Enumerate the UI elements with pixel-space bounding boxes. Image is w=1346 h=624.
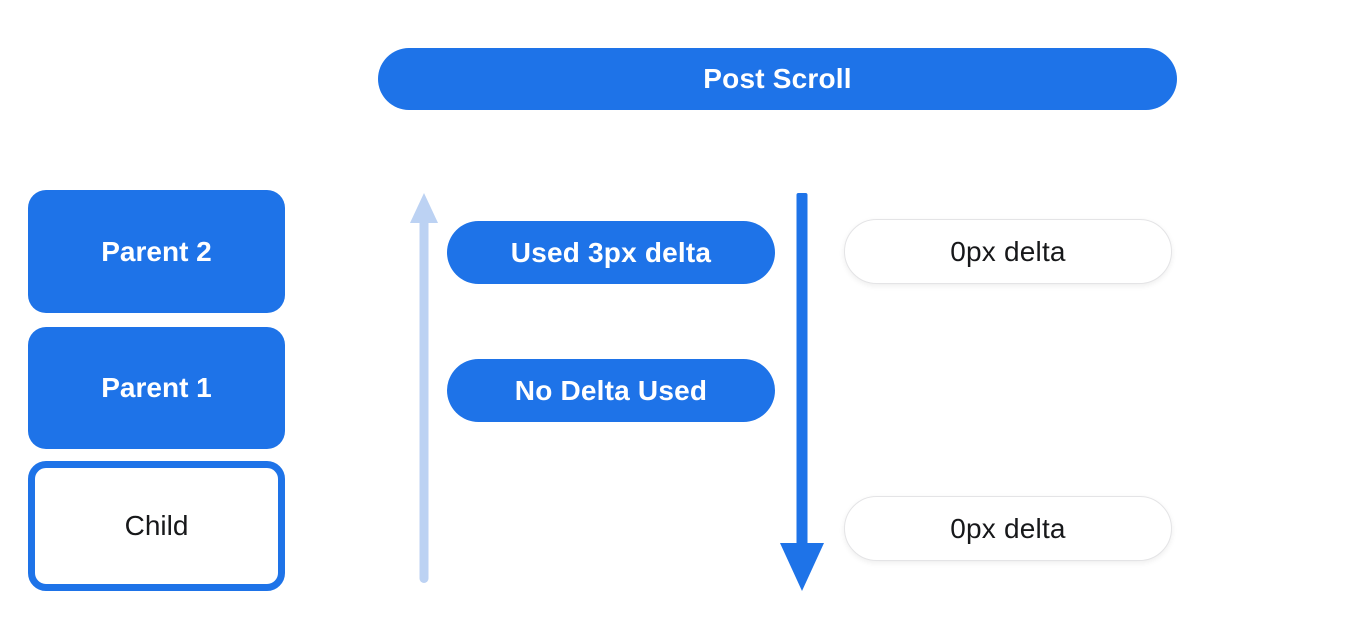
parent-1-box: Parent 1 [28, 327, 285, 449]
arrow-up-icon [410, 193, 438, 583]
zero-delta-top-label: 0px delta [950, 235, 1066, 267]
child-box: Child [28, 461, 285, 591]
used-delta-pill: Used 3px delta [447, 221, 775, 284]
zero-delta-bottom-label: 0px delta [950, 512, 1066, 544]
arrow-down-icon [780, 193, 824, 591]
no-delta-used-pill: No Delta Used [447, 359, 775, 422]
post-scroll-pill: Post Scroll [378, 48, 1177, 110]
zero-delta-pill-bottom: 0px delta [844, 496, 1172, 561]
parent-1-label: Parent 1 [101, 372, 212, 403]
child-label: Child [124, 510, 189, 541]
parent-2-box: Parent 2 [28, 190, 285, 313]
post-scroll-label: Post Scroll [703, 63, 852, 94]
parent-2-label: Parent 2 [101, 235, 212, 267]
zero-delta-pill-top: 0px delta [844, 219, 1172, 284]
used-delta-label: Used 3px delta [510, 236, 712, 268]
no-delta-used-label: No Delta Used [514, 374, 708, 406]
